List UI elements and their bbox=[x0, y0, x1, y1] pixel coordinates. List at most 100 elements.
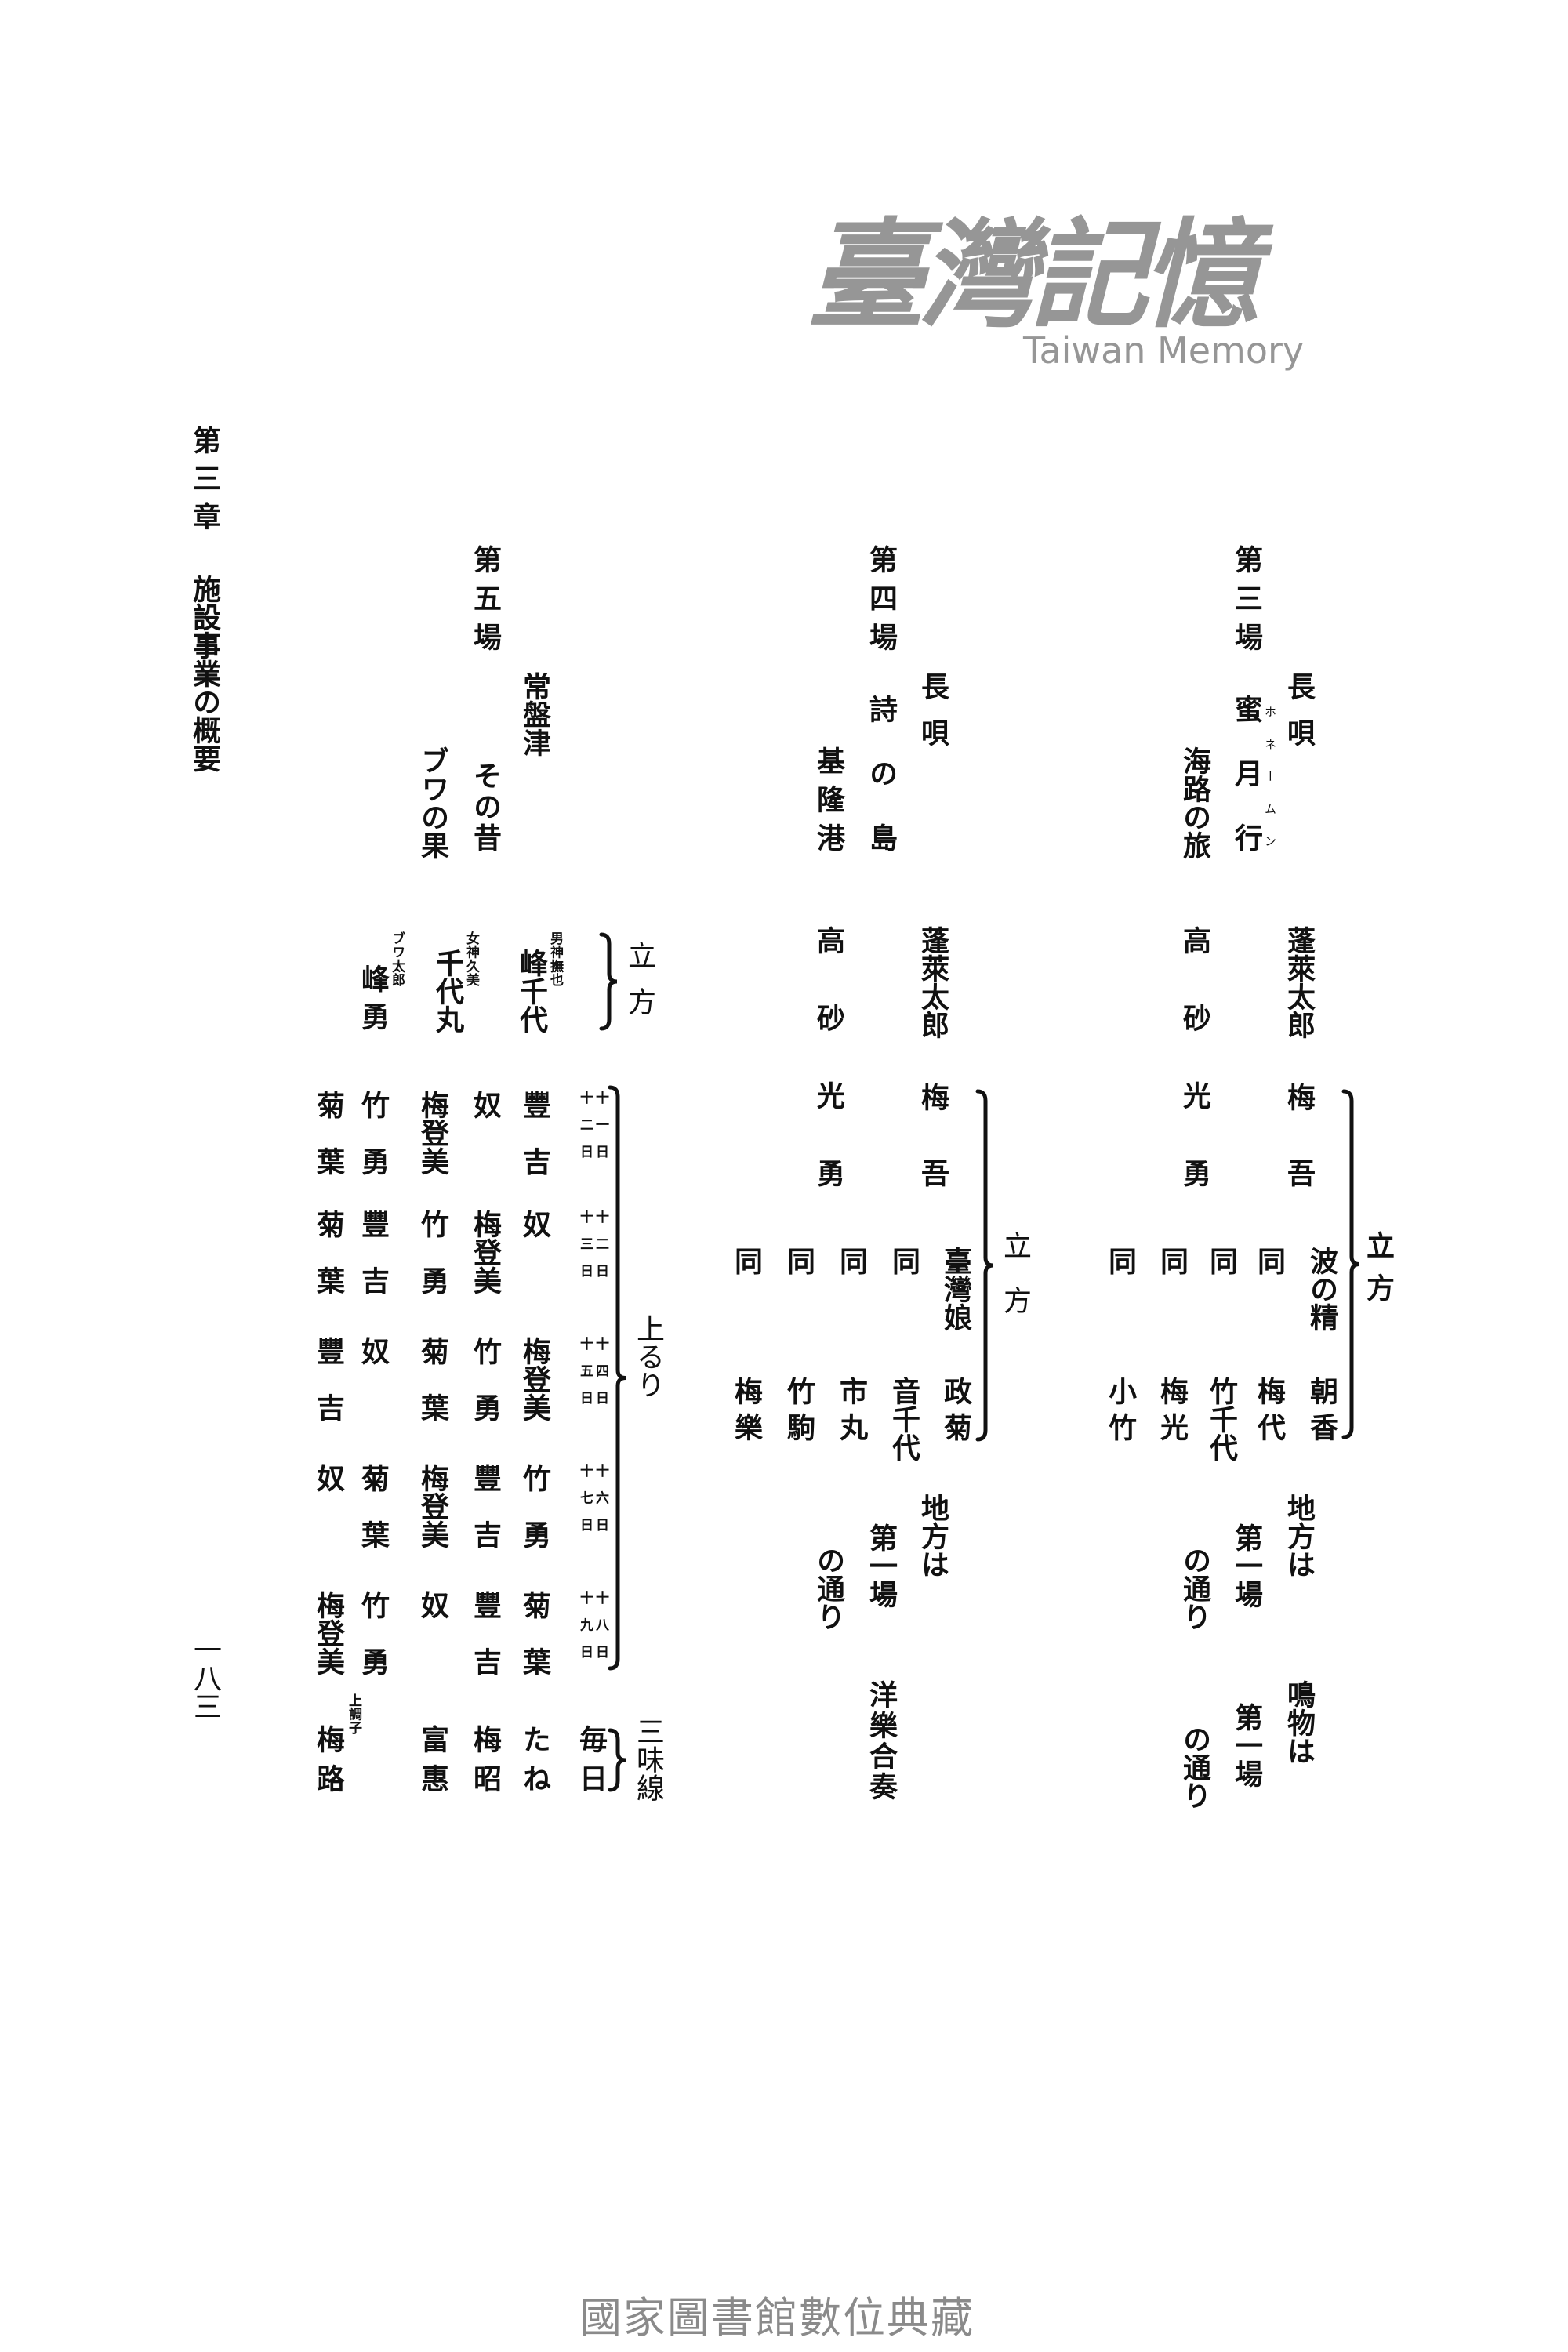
shamisen-label: 三味線 bbox=[632, 1717, 664, 1802]
cast-role: ブワ太郎 bbox=[389, 931, 405, 986]
joruri-performer: 菊葉 bbox=[518, 1591, 551, 1675]
page-number: 一八三 bbox=[189, 1635, 221, 1720]
piece-ruby: ホネームン bbox=[1263, 706, 1277, 847]
shamisen-player: 梅路 bbox=[312, 1725, 345, 1792]
joruri-performer: 奴 bbox=[416, 1591, 449, 1619]
scene-heading: 第三場 bbox=[1230, 545, 1263, 651]
jikata-scene: 第一場 bbox=[1230, 1523, 1263, 1608]
music: 洋樂合奏 bbox=[865, 1680, 898, 1800]
joruri-performer: 竹勇 bbox=[357, 1091, 390, 1175]
author: 蓬萊太郎 bbox=[1283, 926, 1316, 1039]
performer: 朝香 bbox=[1305, 1377, 1338, 1441]
watermark-latin: Taiwan Memory bbox=[1023, 329, 1305, 372]
joruri-performer: 奴 bbox=[469, 1091, 502, 1119]
narimono-scene: 第一場 bbox=[1230, 1703, 1263, 1788]
schedule-date: 十四日 bbox=[593, 1337, 608, 1404]
joruri-performer: 竹勇 bbox=[357, 1591, 390, 1675]
choreographer: 梅吾 bbox=[916, 1083, 949, 1187]
shamisen-when: 毎日 bbox=[575, 1725, 608, 1792]
piece-title: その昔 bbox=[469, 761, 502, 851]
role: 臺灣娘 bbox=[939, 1247, 972, 1331]
role: 同 bbox=[1205, 1247, 1238, 1275]
joruri-performer: 竹勇 bbox=[416, 1210, 449, 1294]
scene-heading: 第四場 bbox=[865, 545, 898, 651]
performer: 小竹 bbox=[1104, 1377, 1137, 1441]
shamisen-player: たね bbox=[518, 1725, 551, 1792]
brace bbox=[975, 1089, 994, 1442]
cast-performer: 峰千代 bbox=[515, 949, 548, 1033]
role: 同 bbox=[887, 1247, 920, 1275]
piece-subtitle: 基隆港 bbox=[812, 746, 845, 851]
schedule-date: 十二日 bbox=[577, 1091, 593, 1158]
uwajoshi-note: 上調子 bbox=[346, 1693, 361, 1734]
performer: 市丸 bbox=[835, 1377, 868, 1441]
author: 蓬萊太郎 bbox=[916, 926, 949, 1039]
performer: 音千代 bbox=[887, 1377, 920, 1461]
schedule-date: 十三日 bbox=[577, 1210, 593, 1277]
role: 同 bbox=[835, 1247, 868, 1275]
chapter-label: 第三章 bbox=[188, 426, 221, 530]
watermark-kanji: 臺灣記憶 bbox=[808, 206, 1259, 344]
tachikata-label: 立方 bbox=[1362, 1231, 1395, 1301]
joruri-performer: 梅登美 bbox=[518, 1337, 551, 1421]
brace bbox=[599, 932, 618, 1031]
joruri-performer: 豐吉 bbox=[312, 1337, 345, 1421]
composer: 高砂光勇 bbox=[1178, 926, 1211, 1187]
cast-role: 男神撫也 bbox=[547, 931, 563, 986]
joruri-label: 上るり bbox=[632, 1314, 664, 1399]
jikata-same: の通り bbox=[812, 1546, 845, 1631]
joruri-performer: 菊葉 bbox=[312, 1210, 345, 1294]
piece-title: 蜜月行 bbox=[1230, 695, 1263, 851]
joruri-performer: 豐吉 bbox=[357, 1210, 390, 1294]
jikata-same: の通り bbox=[1178, 1546, 1211, 1631]
role: 同 bbox=[1253, 1247, 1286, 1275]
joruri-performer: 奴 bbox=[518, 1210, 551, 1238]
scene-heading: 第五場 bbox=[469, 545, 502, 651]
narimono-same: の通り bbox=[1178, 1725, 1211, 1809]
schedule-date: 十六日 bbox=[593, 1464, 608, 1531]
cast-role: 女神久美 bbox=[463, 931, 479, 986]
schedule-date: 十九日 bbox=[577, 1591, 593, 1658]
performer: 竹千代 bbox=[1205, 1377, 1238, 1461]
joruri-performer: 梅登美 bbox=[312, 1591, 345, 1675]
footer-collection-label: 國家圖書館數位典藏 bbox=[579, 2293, 975, 2343]
chapter-title: 施設事業の概要 bbox=[188, 575, 221, 772]
cast-performer: 峰勇 bbox=[357, 964, 390, 1030]
jikata-scene: 第一場 bbox=[865, 1523, 898, 1608]
cast-performer: 千代丸 bbox=[431, 949, 464, 1033]
brace bbox=[608, 1728, 626, 1792]
composer: 高砂光勇 bbox=[812, 926, 845, 1187]
piece-title: 詩の島 bbox=[865, 695, 898, 851]
role: 同 bbox=[1156, 1247, 1189, 1275]
piece-subtitle: ブワの果 bbox=[416, 746, 449, 859]
choreographer: 梅吾 bbox=[1283, 1083, 1316, 1187]
tachikata-label: 立方 bbox=[999, 1231, 1031, 1314]
joruri-performer: 豐吉 bbox=[469, 1591, 502, 1675]
role: 同 bbox=[1104, 1247, 1137, 1275]
schedule-date: 十二日 bbox=[593, 1210, 608, 1277]
genre: 長唄 bbox=[1283, 672, 1316, 746]
joruri-performer: 菊葉 bbox=[357, 1464, 390, 1548]
performer: 政菊 bbox=[939, 1377, 972, 1441]
joruri-performer: 竹勇 bbox=[469, 1337, 502, 1421]
performer: 梅樂 bbox=[730, 1377, 763, 1441]
brace bbox=[608, 1085, 626, 1671]
jikata-label: 地方は bbox=[1283, 1494, 1316, 1578]
genre: 常盤津 bbox=[518, 672, 551, 757]
brace bbox=[1341, 1089, 1360, 1439]
role: 同 bbox=[782, 1247, 815, 1275]
joruri-performer: 菊葉 bbox=[312, 1091, 345, 1175]
piece-subtitle: 海路の旅 bbox=[1178, 746, 1211, 859]
jikata-label: 地方は bbox=[916, 1494, 949, 1578]
joruri-performer: 豐吉 bbox=[469, 1464, 502, 1548]
performer: 竹駒 bbox=[782, 1377, 815, 1441]
joruri-performer: 菊葉 bbox=[416, 1337, 449, 1421]
joruri-performer: 梅登美 bbox=[416, 1464, 449, 1548]
performer: 梅光 bbox=[1156, 1377, 1189, 1441]
shamisen-player: 梅昭 bbox=[469, 1725, 502, 1792]
schedule-date: 十七日 bbox=[577, 1464, 593, 1531]
joruri-performer: 奴 bbox=[357, 1337, 390, 1365]
joruri-performer: 豐吉 bbox=[518, 1091, 551, 1175]
performer: 梅代 bbox=[1253, 1377, 1286, 1441]
joruri-performer: 奴 bbox=[312, 1464, 345, 1492]
